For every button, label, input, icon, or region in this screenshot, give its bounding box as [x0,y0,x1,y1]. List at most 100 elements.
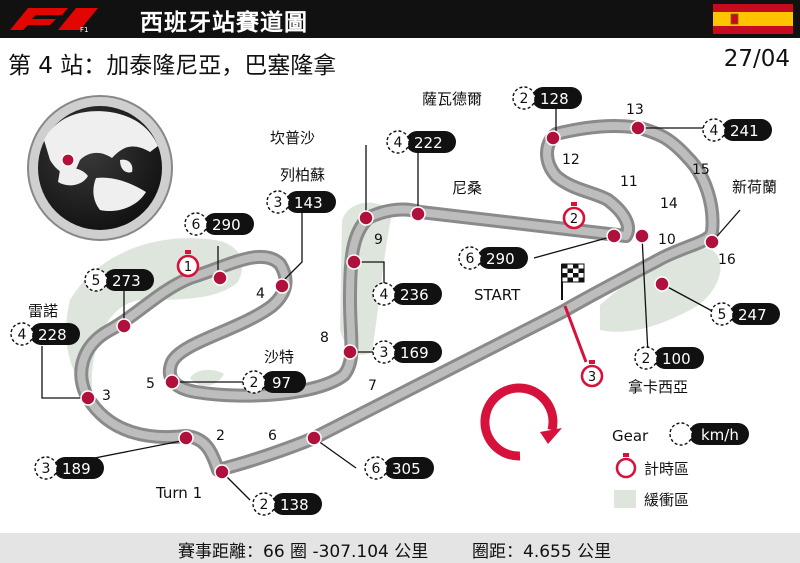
label-turn1: Turn 1 [155,484,202,502]
speed-pill: 4 222 [386,130,456,154]
speed-pill: 5 247 [710,302,780,326]
footer-bar: 賽事距離：66 圈 -307.104 公里 圈距：4.655 公里 [0,533,800,563]
speed-value: 228 [38,326,67,344]
corner-number: 16 [718,252,736,268]
corner-number: 13 [626,102,644,118]
gear-value: 3 [380,345,389,361]
start-finish: START [474,263,588,363]
logo-text: F1 [80,26,88,34]
f1-logo: F1 [10,8,98,34]
label-saweideer: 薩瓦德爾 [422,90,482,108]
corner-number: 5 [146,376,155,392]
speed-pill: 6 290 [184,212,254,236]
speed-pill: 2 100 [634,346,704,370]
gear-value: 6 [372,461,381,477]
gear-value: 3 [42,461,51,477]
corner-number: 8 [320,330,329,346]
label-nisang: 尼桑 [452,179,482,197]
corner-number: 2 [216,428,225,444]
corner-number: 14 [660,196,678,212]
gear-value: 5 [718,307,727,323]
speed-value: 128 [540,90,569,108]
gear-value: 2 [520,91,529,107]
sector-number: 3 [588,370,596,385]
corner-number: 3 [102,388,111,404]
corner-number: 15 [692,162,710,178]
stopwatch-icon: 3 [580,360,604,388]
direction-arrow-icon [480,383,562,461]
speed-value: 97 [272,374,291,392]
circuit-map: START [10,86,780,516]
speed-value: 189 [62,460,91,478]
gear-value: 5 [92,273,101,289]
header-bar: F1 西班牙站賽道圖 [0,0,800,38]
speed-pill: 3 189 [34,456,104,480]
spain-flag-icon [713,4,793,34]
label-leinuo: 雷諾 [28,302,58,320]
gear-value: 6 [466,251,475,267]
corner-number: 12 [562,152,580,168]
legend: Gear km/h 計時區 緩衝區 [612,422,749,509]
gear-value: 2 [250,375,259,391]
legend-runoff-label: 緩衝區 [644,491,689,509]
lap-distance: 圈距：4.655 公里 [472,542,612,562]
gear-value: 4 [394,135,403,151]
corner-number-labels: 2 3 4 5 6 7 8 9 10 11 12 13 14 15 16 [102,102,736,444]
speed-pill: 2 128 [512,86,582,110]
gear-value: 4 [18,327,27,343]
race-subtitle: 第 4 站：加泰隆尼亞，巴塞隆拿 [8,53,337,79]
race-date: 27/04 [723,46,790,72]
gear-value: 3 [274,195,283,211]
legend-timing-label: 計時區 [644,460,689,478]
speed-pill: 5 273 [84,268,154,292]
speed-pill: 4 241 [702,118,772,142]
speed-pill: 2 138 [252,492,322,516]
label-shate: 沙特 [264,348,294,366]
globe-locator [27,95,173,241]
stopwatch-icon: 1 [176,250,200,278]
speed-pill: 3 169 [372,340,442,364]
speed-value: 273 [112,272,141,290]
sector-number: 2 [570,212,578,227]
gear-value: 2 [642,351,651,367]
race-distance: 賽事距離：66 圈 -307.104 公里 [178,542,429,562]
speed-value: 169 [400,344,429,362]
checkered-flag-icon [561,263,585,283]
speed-pill: 4 228 [10,322,80,346]
corner-markers [80,120,720,480]
speed-pill: 6 305 [364,456,434,480]
speed-value: 241 [730,122,759,140]
speed-value: 222 [414,134,443,152]
speed-value: 138 [280,496,309,514]
timing-sectors: 1 2 3 [176,202,604,388]
speed-pill: 2 97 [242,370,306,394]
corner-number: 4 [256,286,265,302]
gear-value: 6 [192,217,201,233]
corner-number: 6 [268,428,277,444]
corner-number: 10 [658,232,676,248]
legend-stopwatch-icon [615,453,637,479]
legend-speed-unit: km/h [701,426,739,444]
speed-value: 290 [486,250,515,268]
page-title: 西班牙站賽道圖 [140,10,308,36]
label-nakaxiya: 拿卡西亞 [628,378,688,396]
sector-number: 1 [184,260,192,275]
legend-gear-label: Gear [612,427,649,445]
place-labels: 坎普沙 列柏蘇 尼桑 薩瓦德爾 新荷蘭 雷諾 沙特 拿卡西亞 Turn 1 [28,90,777,502]
speed-value: 100 [662,350,691,368]
speed-pill: 6 290 [458,246,528,270]
speed-value: 247 [738,306,767,324]
speed-value: 290 [212,216,241,234]
corner-number: 11 [620,174,638,190]
corner-number: 7 [368,378,377,394]
gear-value: 4 [710,123,719,139]
label-liebaisu: 列柏蘇 [280,166,325,184]
label-xinhelan: 新荷蘭 [732,178,777,196]
speed-value: 305 [392,460,421,478]
speed-value: 236 [400,286,429,304]
gear-value: 2 [260,497,269,513]
legend-runoff-swatch [614,490,636,508]
